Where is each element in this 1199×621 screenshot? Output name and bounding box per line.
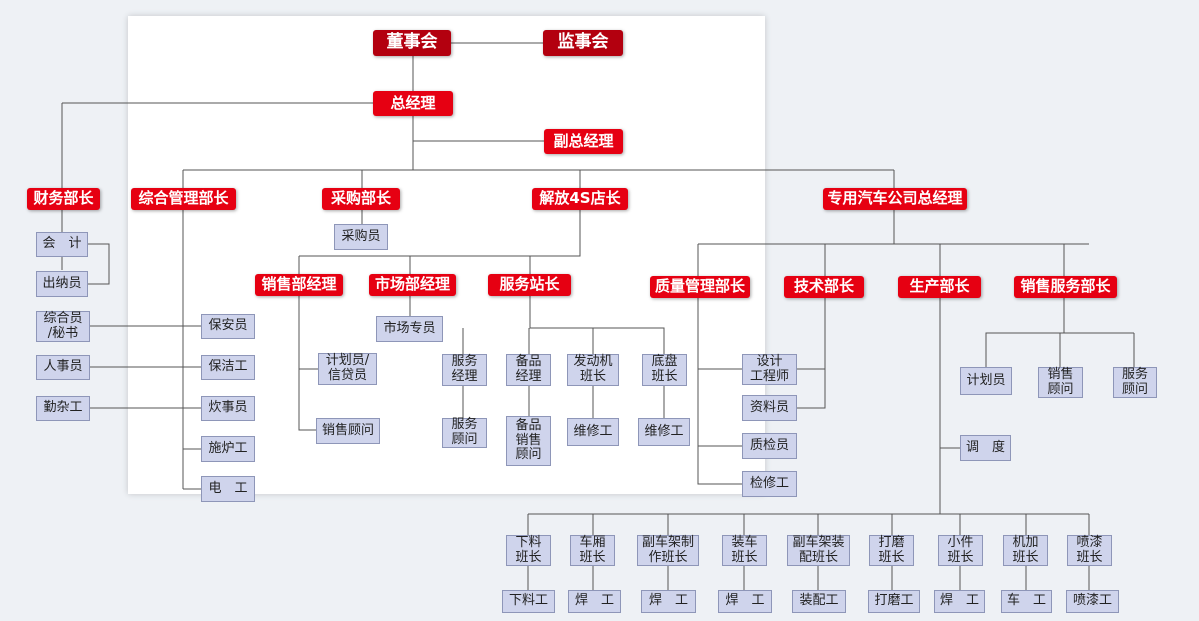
worker-assembler-node: 装配工 <box>792 590 846 613</box>
parts-sales-advisor-node: 备品 销售 顾问 <box>506 416 551 466</box>
special-gm-node: 专用汽车公司总经理 <box>823 188 967 210</box>
team-leader-small-parts-node: 小件 班长 <box>938 535 983 566</box>
handyman-node: 勤杂工 <box>36 396 90 421</box>
worker-lathe-node: 车 工 <box>1001 590 1052 613</box>
engine-leader-node: 发动机 班长 <box>567 354 619 386</box>
market-specialist-node: 市场专员 <box>376 316 443 342</box>
cleaner-node: 保洁工 <box>201 355 255 380</box>
tech-head-node: 技术部长 <box>784 276 864 298</box>
store-head-node: 解放4S店长 <box>532 188 628 210</box>
team-leader-subframe-assembly-node: 副车架装 配班长 <box>787 535 850 566</box>
worker-welder-2-node: 焊 工 <box>641 590 696 613</box>
hr-clerk-node: 人事员 <box>36 355 90 380</box>
design-engineer-node: 设计 工程师 <box>742 354 797 385</box>
ss-sales-advisor-node: 销售 顾问 <box>1038 367 1083 398</box>
chassis-leader-node: 底盘 班长 <box>642 354 687 386</box>
service-manager-node: 服务 经理 <box>442 354 487 386</box>
cashier-node: 出纳员 <box>36 271 88 297</box>
worker-painter-node: 喷漆工 <box>1066 590 1119 613</box>
worker-welder-1-node: 焊 工 <box>568 590 621 613</box>
ss-service-advisor-node: 服务 顾问 <box>1113 367 1157 398</box>
worker-grinder-node: 打磨工 <box>868 590 920 613</box>
buyer-node: 采购员 <box>334 224 388 250</box>
team-leader-grinding-node: 打磨 班长 <box>869 535 914 566</box>
supervisors-node: 监事会 <box>543 30 623 56</box>
general-head-node: 综合管理部长 <box>131 188 236 210</box>
parts-manager-node: 备品 经理 <box>506 354 551 386</box>
market-manager-node: 市场部经理 <box>369 274 456 296</box>
security-guard-node: 保安员 <box>201 314 255 339</box>
worker-cutting-node: 下料工 <box>502 590 555 613</box>
chassis-mechanic-node: 维修工 <box>638 418 690 446</box>
gm-node: 总经理 <box>373 91 453 116</box>
team-leader-loading-node: 装车 班长 <box>722 535 767 566</box>
electrician-node: 电 工 <box>201 476 255 502</box>
team-leader-body-node: 车厢 班长 <box>570 535 615 566</box>
inspector-node: 质检员 <box>742 433 797 459</box>
sales-manager-node: 销售部经理 <box>255 274 343 296</box>
sales-advisor-node: 销售顾问 <box>316 418 380 444</box>
deputy-gm-node: 副总经理 <box>544 129 623 154</box>
service-head-node: 服务站长 <box>488 274 571 296</box>
planner-credit-node: 计划员/ 信贷员 <box>318 353 377 385</box>
archivist-node: 资料员 <box>742 395 797 421</box>
service-advisor-node: 服务 顾问 <box>442 417 487 448</box>
clerk-secretary-node: 综合员 /秘书 <box>36 311 90 342</box>
team-leader-subframe-fab-node: 副车架制 作班长 <box>637 535 699 566</box>
accountant-node: 会 计 <box>36 232 88 257</box>
finance-head-node: 财务部长 <box>27 188 100 210</box>
quality-head-node: 质量管理部长 <box>650 276 750 298</box>
team-leader-machining-node: 机加 班长 <box>1003 535 1048 566</box>
boiler-worker-node: 施炉工 <box>201 436 255 462</box>
ss-planner-node: 计划员 <box>960 367 1012 395</box>
worker-welder-3-node: 焊 工 <box>718 590 772 613</box>
team-leader-cutting-node: 下料 班长 <box>506 535 551 566</box>
sales-service-head-node: 销售服务部长 <box>1014 276 1117 298</box>
purchase-head-node: 采购部长 <box>322 188 400 210</box>
repair-worker-node: 检修工 <box>742 471 797 497</box>
team-leader-painting-node: 喷漆 班长 <box>1067 535 1112 566</box>
production-head-node: 生产部长 <box>898 276 981 298</box>
dispatcher-node: 调 度 <box>960 435 1011 461</box>
worker-welder-4-node: 焊 工 <box>934 590 985 613</box>
engine-mechanic-node: 维修工 <box>567 418 619 446</box>
cook-node: 炊事员 <box>201 396 255 421</box>
board-node: 董事会 <box>373 30 451 56</box>
